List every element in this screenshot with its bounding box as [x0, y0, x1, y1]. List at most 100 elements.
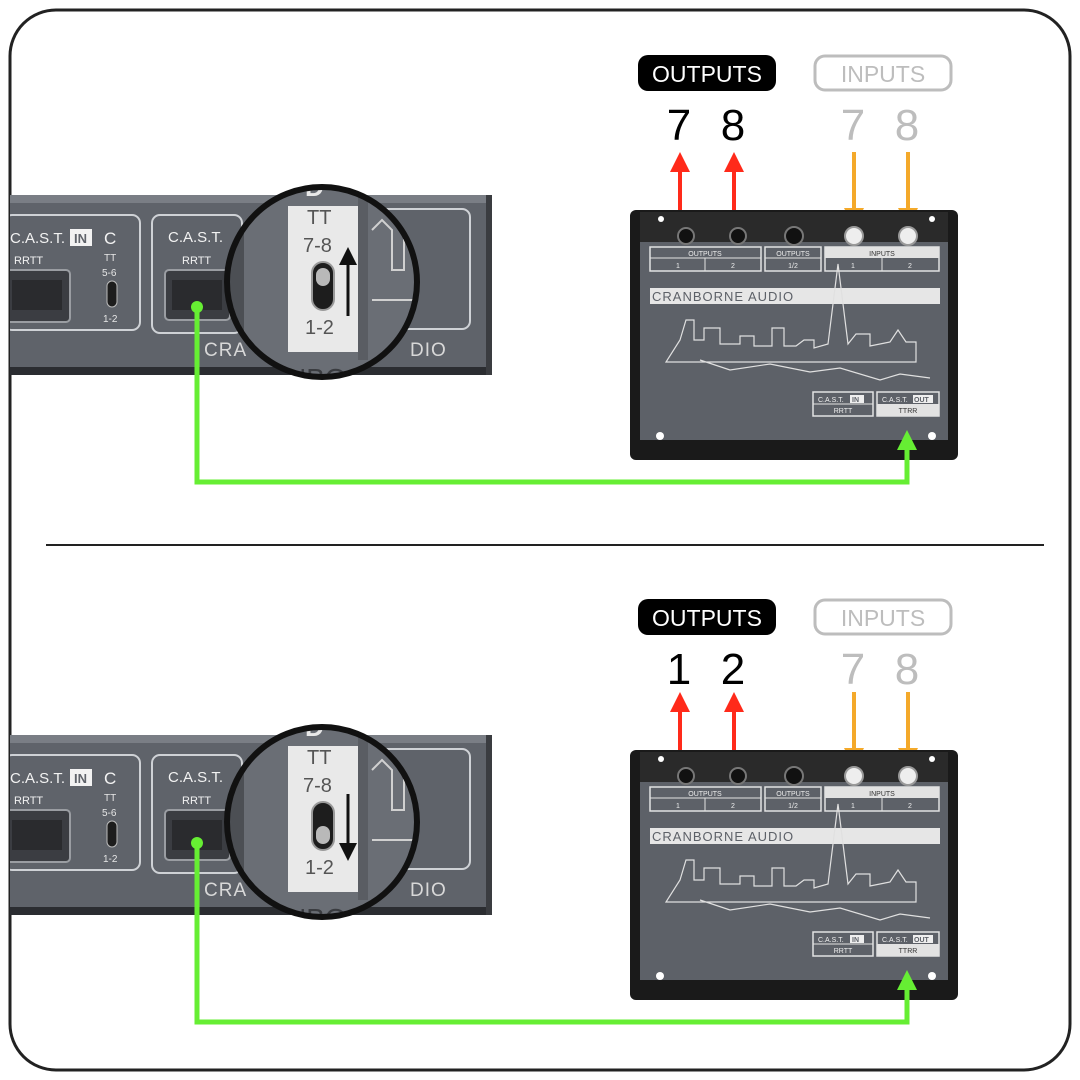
dev-out-12: 1/2	[788, 263, 798, 270]
dev-outputs-b: OUTPUTS	[776, 791, 810, 798]
jack-out-1[interactable]	[677, 227, 695, 245]
rack-cast-in-label: C.A.S.T.	[10, 770, 65, 787]
dev-outputs-a: OUTPUTS	[688, 791, 722, 798]
zoom-bottom-label: 1-2	[305, 317, 334, 339]
outputs-header: OUTPUTS	[638, 599, 776, 635]
dev-outputs-a: OUTPUTS	[688, 251, 722, 258]
small-switch-left[interactable]	[106, 280, 118, 308]
jack-in-1[interactable]	[844, 226, 864, 246]
jack-out-12[interactable]	[784, 766, 804, 786]
dev-out-12: 1/2	[788, 803, 798, 810]
rack-rrtt-left: RRTT	[14, 255, 43, 267]
input-number-b: 8	[895, 645, 919, 694]
dev-cast-out-badge: OUT	[914, 937, 930, 944]
dev-brand: CRANBORNE AUDIO	[652, 829, 794, 844]
jack-out-1[interactable]	[677, 767, 695, 785]
rack-brand-partial: CRA	[204, 880, 247, 901]
input-number-a: 7	[841, 645, 865, 694]
cast-cable	[194, 307, 917, 485]
input-number-b: 8	[895, 101, 919, 150]
zoom-tt-label: TT	[307, 747, 331, 769]
dev-cast-in-badge: IN	[852, 937, 859, 944]
dev-out-2: 2	[731, 803, 735, 810]
jack-out-12[interactable]	[784, 226, 804, 246]
dev-rrtt: RRTT	[834, 948, 853, 955]
rack-tt-small-56: 5-6	[102, 268, 117, 279]
dev-inputs: INPUTS	[869, 251, 895, 258]
panel-top: C.A.S.T. IN C RRTT TT 5-6 1-2 C.A.S.T. R…	[10, 54, 958, 485]
input-number-a: 7	[841, 101, 865, 150]
dev-outputs-b: OUTPUTS	[776, 251, 810, 258]
rack-rrtt-right: RRTT	[182, 255, 211, 267]
skyline-illustration	[664, 803, 931, 921]
dev-in-1: 1	[851, 803, 855, 810]
rack-section-c: C	[104, 769, 116, 788]
dev-out-1: 1	[676, 263, 680, 270]
output-number-b: 8	[721, 101, 745, 150]
rack-tt-small-12: 1-2	[103, 854, 118, 865]
rack-brand-partial-right: DIO	[410, 880, 447, 901]
rack-in-badge: IN	[74, 771, 87, 786]
breakout-device: OUTPUTS 1 2 OUTPUTS 1/2 INPUTS 1 2 CRANB…	[630, 750, 958, 1000]
zoom-top-label: 7-8	[303, 775, 332, 797]
dev-cast-out: C.A.S.T.	[882, 937, 908, 944]
dev-in-2: 2	[908, 263, 912, 270]
zoom-top-label: 7-8	[303, 235, 332, 257]
cable-connector-dot	[191, 301, 203, 313]
dev-out-2: 2	[731, 263, 735, 270]
dev-cast-in: C.A.S.T.	[818, 397, 844, 404]
skyline-illustration	[664, 263, 931, 381]
rack-tt-small-56: 5-6	[102, 808, 117, 819]
rack-in-badge: IN	[74, 231, 87, 246]
rack-rrtt-right: RRTT	[182, 795, 211, 807]
dev-ttrr: TTRR	[899, 948, 918, 955]
rack-brand-partial: CRA	[204, 340, 247, 361]
tt-slide-switch[interactable]	[311, 801, 335, 851]
rack-tt-small: TT	[104, 793, 116, 804]
dev-in-1: 1	[851, 263, 855, 270]
jack-out-2[interactable]	[729, 767, 747, 785]
jack-out-2[interactable]	[729, 227, 747, 245]
dev-out-1: 1	[676, 803, 680, 810]
zoom-lens: D NBO TT 7-8 1-2	[224, 724, 420, 920]
small-switch-left[interactable]	[106, 820, 118, 848]
inputs-label: INPUTS	[841, 605, 925, 631]
jack-in-1[interactable]	[844, 766, 864, 786]
jack-in-2[interactable]	[898, 226, 918, 246]
tt-slide-switch[interactable]	[311, 261, 335, 311]
dev-cast-in-badge: IN	[852, 397, 859, 404]
outputs-label: OUTPUTS	[652, 605, 762, 631]
cast-cable	[194, 843, 917, 1025]
output-number-a: 1	[667, 645, 691, 694]
dev-in-2: 2	[908, 803, 912, 810]
panel-bottom: C.A.S.T. IN C RRTT TT 5-6 1-2 C.A.S.T. R…	[10, 598, 958, 1025]
dev-cast-out: C.A.S.T.	[882, 397, 908, 404]
outputs-label: OUTPUTS	[652, 61, 762, 87]
output-number-a: 7	[667, 101, 691, 150]
inputs-label: INPUTS	[841, 61, 925, 87]
rack-cast-in-label: C.A.S.T.	[10, 230, 65, 247]
rack-rrtt-left: RRTT	[14, 795, 43, 807]
rack-section-c: C	[104, 229, 116, 248]
inputs-header: INPUTS	[813, 54, 953, 92]
output-number-b: 2	[721, 645, 745, 694]
jack-in-2[interactable]	[898, 766, 918, 786]
rack-tt-small: TT	[104, 253, 116, 264]
dev-cast-out-badge: OUT	[914, 397, 930, 404]
rack-cast-label-right: C.A.S.T.	[168, 229, 223, 246]
dev-brand: CRANBORNE AUDIO	[652, 289, 794, 304]
dev-inputs: INPUTS	[869, 791, 895, 798]
zoom-bottom-label: 1-2	[305, 857, 334, 879]
dev-ttrr: TTRR	[899, 408, 918, 415]
cable-connector-dot	[191, 837, 203, 849]
outputs-header: OUTPUTS	[638, 55, 776, 91]
dev-rrtt: RRTT	[834, 408, 853, 415]
breakout-device: OUTPUTS 1 2 OUTPUTS 1/2 INPUTS 1 2 CRANB…	[630, 210, 958, 460]
zoom-lens: D NBO TT 7-8 1-2	[224, 184, 420, 380]
rack-tt-small-12: 1-2	[103, 314, 118, 325]
rack-brand-partial-right: DIO	[410, 340, 447, 361]
zoom-tt-label: TT	[307, 207, 331, 229]
rack-cast-label-right: C.A.S.T.	[168, 769, 223, 786]
